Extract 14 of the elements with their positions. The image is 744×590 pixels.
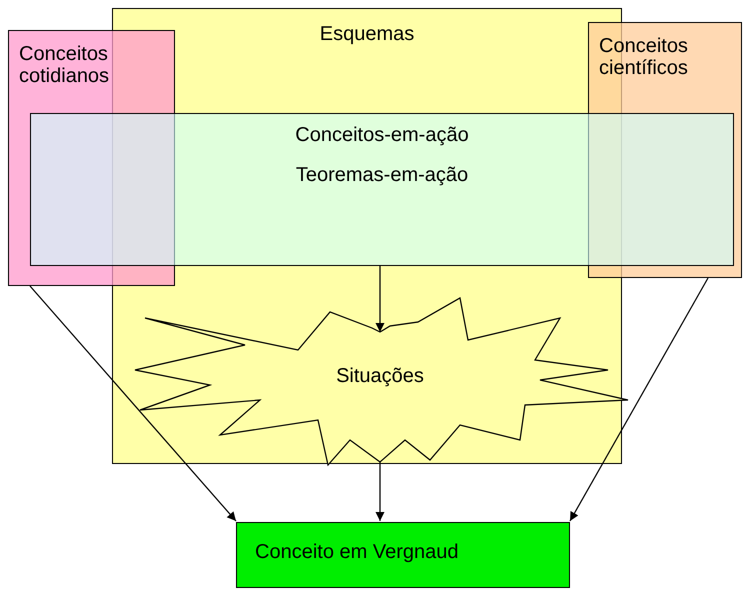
result-box <box>236 522 570 588</box>
overlay-box <box>30 113 734 266</box>
arrow <box>30 286 236 522</box>
label-text: Conceitos cotidianos <box>19 43 110 87</box>
label-text: Conceitos científicos <box>599 35 689 79</box>
concept-box <box>588 22 742 278</box>
arrow <box>376 462 384 521</box>
arrow <box>376 266 384 332</box>
arrow <box>569 278 709 522</box>
label-text: Conceitos-em-ação <box>294 124 470 146</box>
label-text: Conceito em Vergnaud <box>255 541 460 563</box>
label-text: Situações <box>335 365 425 387</box>
concept-box <box>8 30 175 286</box>
label-text: Teoremas-em-ação <box>294 164 470 186</box>
